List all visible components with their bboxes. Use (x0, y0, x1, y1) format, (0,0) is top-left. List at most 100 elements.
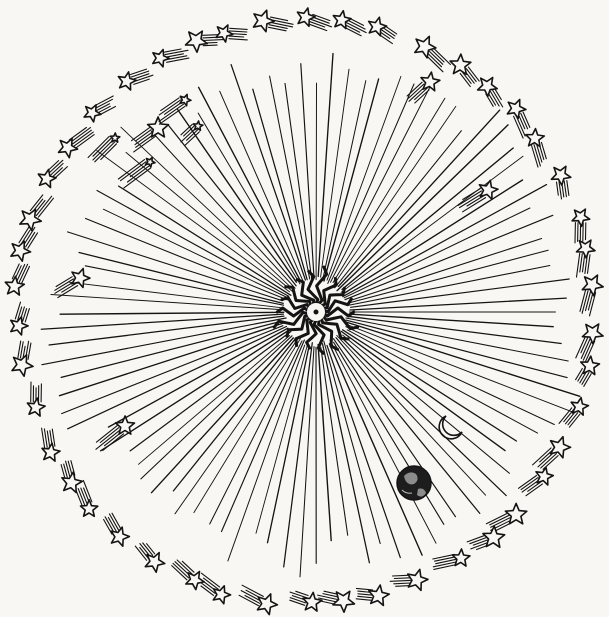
sun-ray (331, 87, 431, 283)
star-icon (290, 591, 322, 611)
earth-icon (397, 466, 431, 500)
star-icon (458, 180, 498, 212)
star-icon (533, 437, 571, 470)
star-icon (390, 569, 428, 590)
star-icon (38, 160, 67, 187)
sun-ray (327, 345, 400, 557)
sun-ray (344, 208, 530, 298)
sun-ray (337, 125, 508, 291)
star-trail (239, 585, 263, 605)
sun-ray (346, 320, 567, 378)
star-trail (458, 189, 486, 212)
star-icon (551, 166, 570, 199)
sun-ray (68, 232, 283, 301)
sun-ray (173, 338, 296, 491)
star-icon (507, 100, 529, 139)
sun-ray (323, 344, 370, 563)
star-icon (559, 398, 588, 428)
star-icon (12, 341, 33, 376)
star-icon (27, 382, 45, 416)
star-icon (59, 128, 95, 158)
star-icon (104, 513, 130, 546)
sun-ray (333, 98, 445, 282)
star-icon (118, 158, 155, 188)
star-icon (526, 129, 547, 168)
star-trail (69, 128, 94, 149)
star-icon (415, 36, 451, 72)
star-icon (159, 94, 191, 124)
star-icon (135, 543, 165, 572)
star-icon (333, 11, 366, 36)
star-icon (576, 356, 600, 386)
star-icon (450, 54, 479, 87)
sun-ray (334, 342, 444, 524)
celestial-bodies (397, 416, 462, 500)
star-icon (519, 467, 554, 495)
sun-ray (51, 295, 285, 310)
star-icon (172, 560, 205, 590)
sun-ray (329, 344, 422, 555)
sun-ray (334, 106, 456, 284)
sun-ray (342, 148, 513, 289)
sun-ray (284, 343, 313, 567)
sun-ray (350, 298, 566, 310)
sun-ray (231, 65, 305, 280)
sun-ray (328, 84, 414, 283)
star-icon (200, 573, 230, 604)
star-icon (297, 8, 331, 31)
sun-ray (141, 336, 292, 479)
sun-ray (330, 340, 436, 543)
star-trail (577, 253, 591, 277)
star-icon (239, 585, 277, 614)
star-icon (467, 526, 505, 549)
star-icon (84, 96, 115, 122)
star-icon (577, 240, 596, 277)
sun-ray (343, 330, 517, 441)
star-trail (269, 17, 294, 31)
sun-ray (119, 186, 291, 295)
sun-ray (324, 341, 380, 543)
star-icon (11, 225, 38, 262)
star-icon (61, 461, 82, 493)
sun-ray (342, 332, 506, 451)
sun-ray (346, 324, 574, 412)
star-icon (580, 275, 603, 316)
star-trail (486, 513, 512, 531)
sun-ray (130, 332, 291, 451)
crescent-moon-icon (439, 416, 462, 439)
sun-ray (350, 239, 542, 301)
star-icon (11, 302, 30, 335)
star-icon (572, 209, 590, 243)
star-icon (118, 69, 152, 90)
star-icon (318, 591, 355, 612)
sun-ray (139, 336, 290, 465)
star-icon (42, 428, 61, 461)
star-icon (96, 416, 135, 451)
sun-ray (210, 341, 302, 524)
star-icon (478, 78, 503, 107)
star-icon (433, 549, 470, 569)
sun-ray (60, 312, 284, 314)
sun-ray (334, 339, 456, 517)
sun-ray (335, 131, 462, 288)
star-trail (390, 575, 410, 586)
star-icon (88, 133, 120, 162)
star-trail (467, 535, 489, 549)
star-icon (153, 49, 189, 67)
star-icon (369, 17, 397, 43)
star-icon (486, 503, 526, 530)
star-trail (165, 49, 189, 62)
sun-ray (97, 151, 290, 292)
star-icon (356, 585, 389, 606)
sun-ray (68, 327, 287, 429)
star-icon (20, 195, 54, 231)
star-trail (426, 48, 450, 72)
star-icon (254, 10, 294, 32)
star-icon (5, 264, 29, 295)
star-icon (576, 324, 603, 362)
sun-ray (228, 345, 305, 561)
sun-ray (168, 125, 296, 286)
star-icon (55, 269, 90, 298)
